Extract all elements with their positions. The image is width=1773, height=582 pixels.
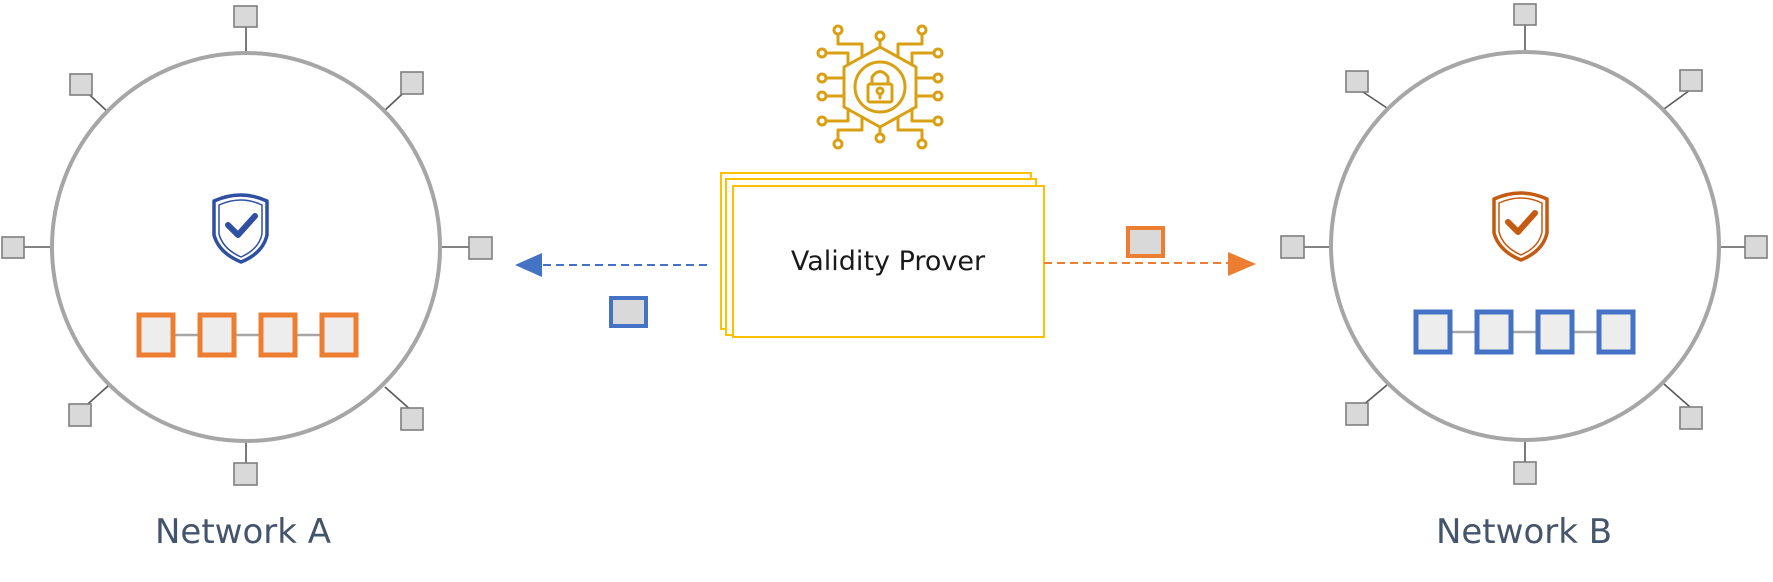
network-b: Network B <box>1280 3 1768 552</box>
circuit-lock-icon <box>816 24 944 150</box>
network-a-nodes <box>1 5 493 486</box>
network-b-node-right <box>1744 235 1768 259</box>
network-b-label: Network B <box>1436 512 1612 552</box>
network-a-node-bottom <box>233 462 258 486</box>
network-b-node-top <box>1513 3 1537 26</box>
flow-to-network-b <box>1044 226 1256 276</box>
network-a-node-bottom-right <box>400 407 424 431</box>
network-a-label: Network A <box>155 512 331 552</box>
network-a-node-bottom-left <box>68 403 92 427</box>
message-packet-blue <box>609 296 648 328</box>
prover-card-front <box>732 185 1045 338</box>
network-a-ring <box>50 51 442 443</box>
network-b-node-bottom-left <box>1345 402 1369 426</box>
network-a-node-top-left <box>69 73 93 96</box>
network-b-spokes <box>1304 24 1746 467</box>
network-a-blockchain <box>136 312 359 358</box>
network-b-node-bottom <box>1513 461 1537 485</box>
prover-label: Validity Prover <box>791 246 986 277</box>
block <box>1535 309 1575 355</box>
block <box>319 312 359 358</box>
arrowhead-right-icon <box>1228 252 1256 276</box>
network-a-node-top-right <box>400 71 424 95</box>
network-b-ring <box>1329 50 1721 442</box>
block <box>1413 309 1453 355</box>
network-a-node-top <box>233 5 258 28</box>
arrowhead-left-icon <box>515 253 542 277</box>
network-b-blockchain <box>1413 309 1636 355</box>
validity-prover: Validity Prover <box>720 24 1045 338</box>
network-b-node-bottom-right <box>1679 406 1703 430</box>
block <box>197 312 237 358</box>
network-b-node-left <box>1280 235 1305 259</box>
shield-check-icon <box>212 193 269 264</box>
network-a-node-right <box>468 236 493 260</box>
shield-check-icon <box>1492 191 1549 262</box>
network-b-nodes <box>1280 3 1768 485</box>
network-b-node-top-left <box>1345 70 1369 93</box>
network-a: Network A <box>1 5 493 552</box>
network-b-node-top-right <box>1679 69 1703 92</box>
block <box>1474 309 1514 355</box>
message-packet-orange <box>1126 226 1165 258</box>
network-a-node-left <box>1 236 25 259</box>
block <box>258 312 298 358</box>
prover-stack <box>720 172 1045 338</box>
block <box>136 312 176 358</box>
block <box>1596 309 1636 355</box>
flow-to-network-a <box>515 253 707 328</box>
